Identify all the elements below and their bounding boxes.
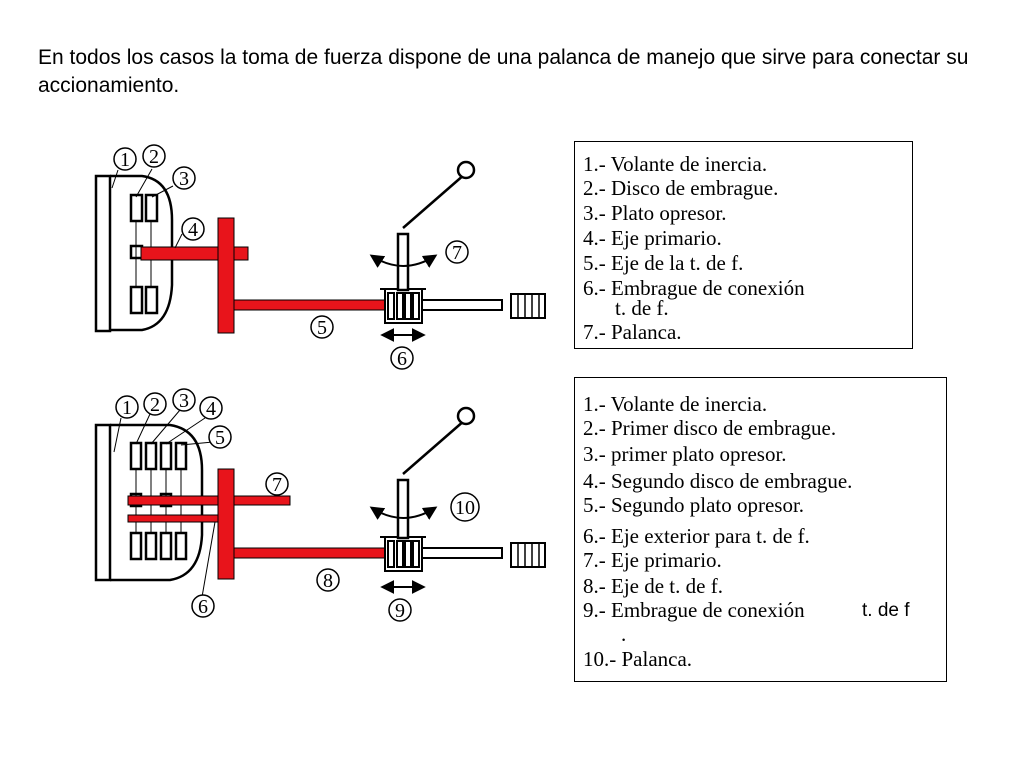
output-coupling xyxy=(510,293,546,319)
lever-rotation-arrow xyxy=(369,506,438,520)
legend-item: 5.- Eje de la t. de f. xyxy=(583,251,744,275)
legend-single-clutch: 1.- Volante de inercia. 2.- Disco de emb… xyxy=(574,141,913,349)
legend-item: 2.- Disco de embrague. xyxy=(583,176,779,200)
callout: 6 xyxy=(390,346,414,370)
lever-rotation-arrow xyxy=(369,254,438,268)
flywheel-housing xyxy=(110,174,174,332)
callout: 7 xyxy=(265,472,289,496)
legend-item: 4.- Segundo disco de embrague. xyxy=(583,469,853,493)
callout: 3 xyxy=(172,388,196,412)
legend-item: 7.- Palanca. xyxy=(583,320,682,344)
svg-text:10: 10 xyxy=(455,497,475,519)
legend-item: 8.- Eje de t. de f. xyxy=(583,574,723,598)
svg-text:1: 1 xyxy=(122,397,132,419)
output-shaft xyxy=(421,299,503,311)
callout: 4 xyxy=(181,217,205,241)
diagram-double-clutch: 1 2 3 4 5 7 10 8 6 9 xyxy=(94,388,546,622)
flywheel xyxy=(94,423,112,582)
callout: 10 xyxy=(450,492,480,522)
intro-text: En todos los casos la toma de fuerza dis… xyxy=(38,46,969,97)
diagram-single-clutch: 1 2 3 4 7 5 6 xyxy=(94,144,546,370)
legend-item: 2.- Primer disco de embrague. xyxy=(583,416,837,440)
callout: 2 xyxy=(142,144,166,168)
legend-item: 4.- Eje primario. xyxy=(583,226,722,250)
legend-item: t. de f. xyxy=(615,296,669,320)
legend-item: 9.- Embrague de conexión xyxy=(583,598,805,622)
callout: 5 xyxy=(310,315,334,339)
svg-text:8: 8 xyxy=(323,570,333,592)
legend-item: 5.- Segundo plato opresor. xyxy=(583,493,805,517)
svg-text:1: 1 xyxy=(120,149,130,171)
pto-shaft xyxy=(233,547,387,559)
svg-text:3: 3 xyxy=(179,390,189,412)
svg-text:7: 7 xyxy=(272,474,282,496)
legend-item: 6.- Eje exterior para t. de f. xyxy=(583,524,810,548)
legend-item: 1.- Volante de inercia. xyxy=(583,152,768,176)
svg-text:4: 4 xyxy=(188,219,198,241)
svg-text:7: 7 xyxy=(452,242,462,264)
callout: 9 xyxy=(388,598,412,622)
pto-clutch xyxy=(380,536,426,572)
svg-text:6: 6 xyxy=(198,596,208,618)
pto-clutch xyxy=(380,288,426,324)
legend-item: 1.- Volante de inercia. xyxy=(583,392,768,416)
output-coupling xyxy=(510,542,546,568)
outer-pto-shaft xyxy=(127,514,219,523)
svg-text:2: 2 xyxy=(149,146,159,168)
svg-text:4: 4 xyxy=(206,398,216,420)
callout: 1 xyxy=(113,147,137,171)
legend-item: 7.- Eje primario. xyxy=(583,548,722,572)
callout: 3 xyxy=(172,166,196,190)
legend-double-clutch: 1.- Volante de inercia. 2.- Primer disco… xyxy=(574,377,947,682)
svg-text:6: 6 xyxy=(397,348,407,370)
legend-item: . xyxy=(621,622,627,646)
lever xyxy=(396,160,476,292)
callout: 1 xyxy=(115,395,139,419)
svg-text:3: 3 xyxy=(179,168,189,190)
callout: 6 xyxy=(191,594,215,618)
legend-item: 10.- Palanca. xyxy=(583,647,693,671)
legend-item: t. de f xyxy=(862,600,910,621)
callout: 8 xyxy=(316,568,340,592)
callout: 7 xyxy=(445,240,469,264)
svg-text:9: 9 xyxy=(395,600,405,622)
output-shaft xyxy=(421,547,503,559)
callout: 2 xyxy=(143,392,167,416)
svg-text:5: 5 xyxy=(317,317,327,339)
legend-item: 6.- Embrague de conexión xyxy=(583,276,805,300)
svg-text:5: 5 xyxy=(215,427,225,449)
callout: 4 xyxy=(199,396,223,420)
legend-item: 3.- primer plato opresor. xyxy=(583,442,787,466)
primary-shaft xyxy=(127,495,291,506)
flywheel xyxy=(94,174,112,333)
gear xyxy=(217,217,235,334)
legend-item: 3.- Plato opresor. xyxy=(583,201,727,225)
gear xyxy=(217,468,235,580)
svg-text:2: 2 xyxy=(150,394,160,416)
callout: 5 xyxy=(208,425,232,449)
pto-shaft xyxy=(233,299,387,311)
